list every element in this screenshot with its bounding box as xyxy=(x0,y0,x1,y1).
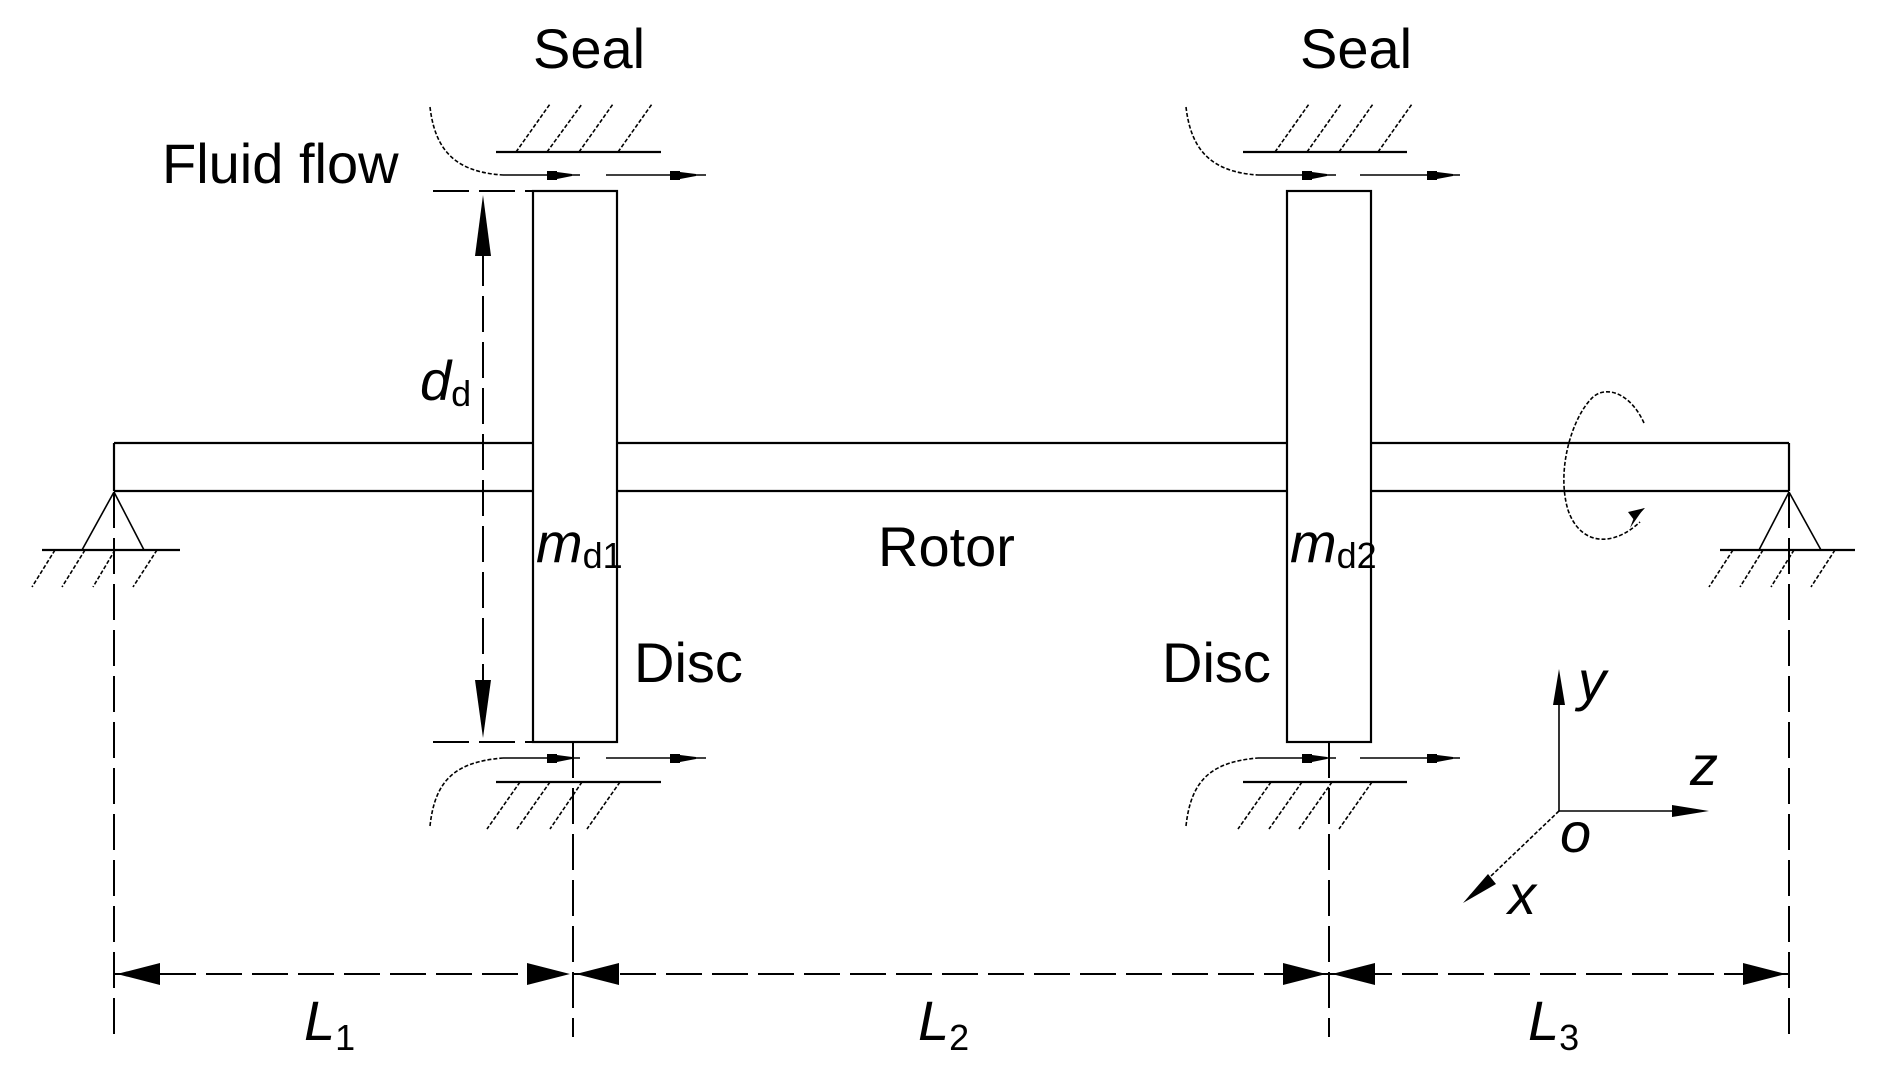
coordinate-axes xyxy=(1463,669,1709,903)
left-seal-top xyxy=(429,103,706,176)
rotation-arrow-icon xyxy=(1563,391,1645,540)
disc-diameter-dimension xyxy=(433,190,533,743)
right-support xyxy=(1708,491,1855,588)
shaft xyxy=(112,441,1791,493)
axis-label-x: x xyxy=(1505,863,1538,926)
flow-arrow-icon xyxy=(1302,754,1453,763)
seal-label-left: Seal xyxy=(533,17,645,80)
mass-1-label: md1 xyxy=(536,511,623,576)
disc-label-left: Disc xyxy=(634,631,743,694)
right-seal-top xyxy=(1185,103,1460,176)
rotor-label: Rotor xyxy=(878,515,1015,578)
disc-label-right: Disc xyxy=(1162,631,1271,694)
axis-label-z: z xyxy=(1689,734,1718,797)
length-dimension-line xyxy=(114,963,1789,985)
left-seal-bottom xyxy=(429,757,706,830)
dimension-label-l1: L1 xyxy=(304,989,355,1058)
flow-arrow-icon xyxy=(547,754,696,763)
dimension-label-l3: L3 xyxy=(1528,989,1579,1058)
axis-label-origin: o xyxy=(1560,801,1591,864)
fluid-flow-label: Fluid flow xyxy=(162,132,399,195)
flow-arrow-icon xyxy=(1302,171,1453,180)
disc-1 xyxy=(531,189,619,744)
right-seal-bottom xyxy=(1185,757,1460,830)
mass-2-label: md2 xyxy=(1290,511,1377,576)
disc-2 xyxy=(1285,189,1373,744)
flow-arrow-icon xyxy=(547,171,696,180)
seal-label-right: Seal xyxy=(1300,17,1412,80)
left-support xyxy=(31,491,180,588)
axis-label-y: y xyxy=(1574,649,1609,712)
dimension-label-l2: L2 xyxy=(918,989,969,1058)
disc-diameter-label: dd xyxy=(420,349,471,414)
